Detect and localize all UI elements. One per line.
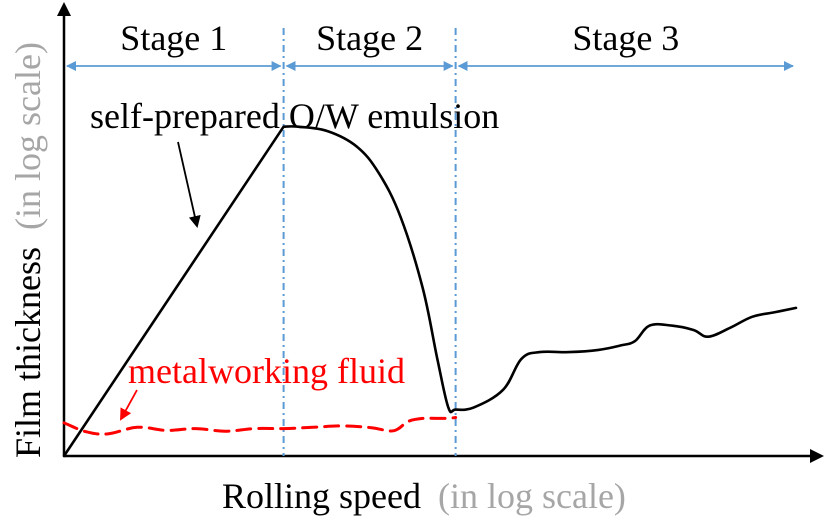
axes: [57, 2, 824, 463]
annotation-metalworking-label: metalworking fluid: [128, 351, 405, 391]
y-axis-title-qualifier: (in log scale): [8, 42, 48, 230]
stage-dividers: [282, 28, 457, 456]
x-axis-title-main: Rolling speed: [222, 476, 421, 516]
y-axis-title: Film thickness (in log scale): [8, 42, 48, 458]
annotation-metalworking-arrow: [120, 389, 138, 421]
annotation-emulsion-label: self-prepared O/W emulsion: [90, 96, 499, 136]
y-axis-arrow: [57, 2, 71, 16]
series-line-emulsion: [62, 125, 798, 458]
series-layer: [62, 125, 798, 458]
x-axis-title: Rolling speed (in log scale): [222, 476, 626, 516]
stage-label-3: Stage 3: [572, 18, 679, 58]
x-axis-title-qualifier: (in log scale): [438, 476, 626, 516]
series-line-metalworking-fluid: [62, 416, 458, 436]
stage-label-2: Stage 2: [316, 18, 423, 58]
y-axis-title-main: Film thickness: [8, 247, 48, 458]
annotations: self-prepared O/W emulsion metalworking …: [90, 96, 499, 421]
stage-labels: Stage 1 Stage 2 Stage 3: [120, 18, 679, 58]
annotation-emulsion-arrow: [177, 141, 201, 228]
stage-label-1: Stage 1: [120, 18, 227, 58]
x-axis-arrow: [810, 449, 824, 463]
